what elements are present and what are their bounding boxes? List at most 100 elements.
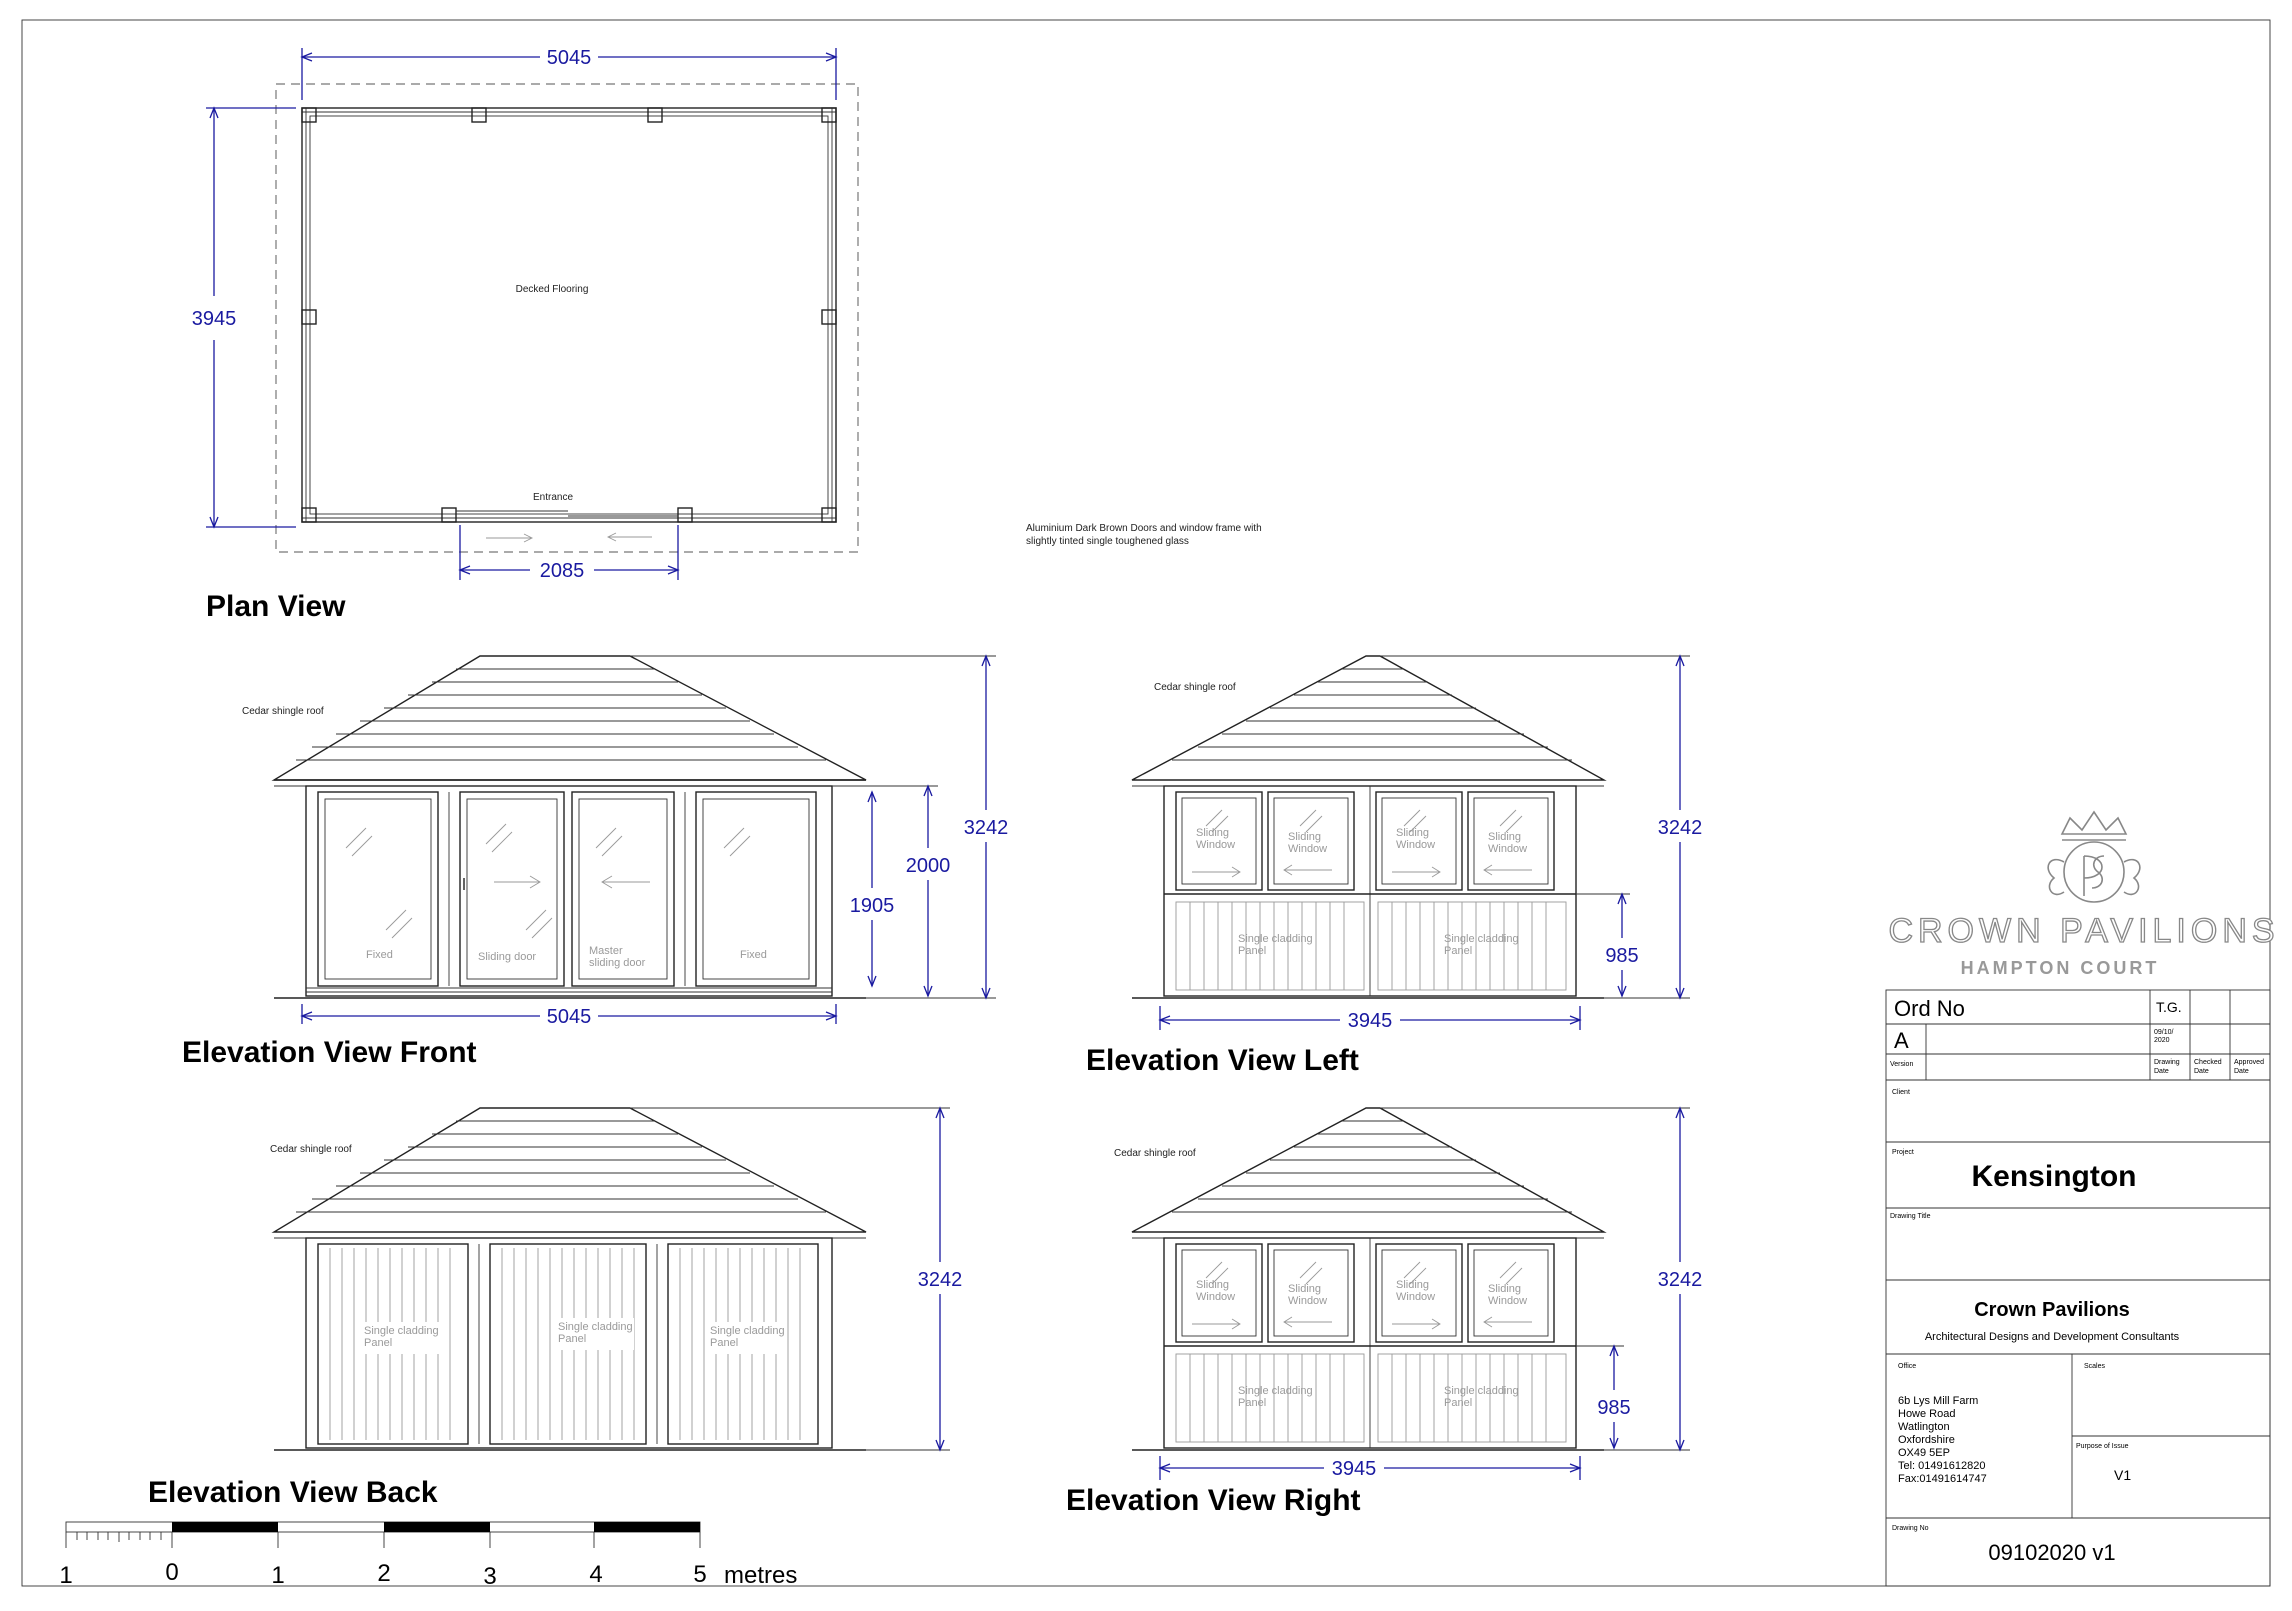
- address-line-6: Tel: 01491612820: [1898, 1460, 1985, 1472]
- brand-block: CROWN PAVILIONS HAMPTON COURT: [1888, 810, 2279, 978]
- drawing-no: 09102020 v1: [1988, 1540, 2115, 1565]
- left-roof-shingles: [1172, 668, 1572, 761]
- left-window-4-line1: Sliding: [1488, 831, 1521, 843]
- right-window-arrows: [1192, 1261, 1532, 1330]
- right-elevation: Sliding Window Sliding Window Sliding Wi…: [1066, 1106, 1702, 1517]
- front-elevation-title: Elevation View Front: [182, 1036, 477, 1069]
- version-value: A: [1894, 1028, 1909, 1053]
- left-roof: [1131, 655, 1607, 781]
- plan-width-dimension: 5045: [300, 47, 838, 100]
- right-width-value: 3945: [1332, 1458, 1377, 1480]
- scale-label-5: 3: [483, 1563, 496, 1590]
- front-glass-reflections: [345, 823, 751, 939]
- drawing-date-label-2: Date: [2154, 1068, 2169, 1075]
- project-name: Kensington: [1972, 1160, 2137, 1193]
- right-window-3-line2: Window: [1396, 1291, 1435, 1303]
- right-roof-label: Cedar shingle roof: [1114, 1148, 1196, 1159]
- plan-posts: [301, 107, 837, 523]
- left-window-1-line2: Window: [1196, 839, 1235, 851]
- scale-bar: 1 0 1 2 3 4 5 metres: [59, 1521, 797, 1590]
- checked-date-label-2: Date: [2194, 1068, 2209, 1075]
- plan-depth-dimension: 3945: [192, 106, 296, 529]
- left-window-1-line1: Sliding: [1196, 827, 1229, 839]
- left-roof-label: Cedar shingle roof: [1154, 682, 1236, 693]
- front-width-value: 5045: [547, 1006, 592, 1028]
- front-panel-fixed-right: Fixed: [740, 949, 767, 961]
- front-panel-sliding: Sliding door: [478, 951, 536, 963]
- right-roof-shingles: [1172, 1120, 1572, 1213]
- scale-label-2: 0: [165, 1559, 178, 1586]
- left-windows: [1175, 791, 1555, 891]
- office-label: Office: [1898, 1363, 1916, 1370]
- plan-width-value: 5045: [547, 47, 592, 69]
- right-windows: [1175, 1243, 1555, 1343]
- back-panel-2-line2: Panel: [558, 1333, 586, 1345]
- sheet-border: [21, 19, 2271, 1587]
- drawing-date-value-1: 09/10/: [2154, 1029, 2174, 1036]
- left-window-3-line2: Window: [1396, 839, 1435, 851]
- material-note-line1: Aluminium Dark Brown Doors and window fr…: [1026, 523, 1262, 534]
- right-window-1-line1: Sliding: [1196, 1279, 1229, 1291]
- right-roof: [1131, 1107, 1607, 1233]
- drawn-by: T.G.: [2156, 999, 2182, 1015]
- left-panel-1-line2: Panel: [1238, 945, 1266, 957]
- purpose-label: Purpose of Issue: [2076, 1443, 2129, 1450]
- plan-footprint-outline: [275, 83, 859, 553]
- brand-name: CROWN PAVILIONS: [1888, 912, 2279, 950]
- drawing-no-label: Drawing No: [1892, 1525, 1929, 1532]
- right-window-2-line1: Sliding: [1288, 1283, 1321, 1295]
- back-elevation: Single cladding Panel Single cladding Pa…: [148, 1106, 963, 1509]
- plan-entrance-dimension: 2085: [458, 525, 680, 582]
- address-line-5: OX49 5EP: [1898, 1447, 1950, 1459]
- right-window-2-line2: Window: [1288, 1295, 1327, 1307]
- back-height-value: 3242: [918, 1269, 963, 1291]
- drawing-title-label: Drawing Title: [1890, 1213, 1931, 1220]
- left-elevation-title: Elevation View Left: [1086, 1044, 1359, 1077]
- back-panel-1-line1: Single cladding: [364, 1325, 439, 1337]
- ord-no-label: Ord No: [1894, 996, 1965, 1021]
- left-window-4-line2: Window: [1488, 843, 1527, 855]
- crown-crest-icon: [2047, 810, 2141, 903]
- right-cladding-lines: [1175, 1353, 1567, 1443]
- plan-view-title: Plan View: [206, 590, 346, 623]
- title-block: Ord No T.G. A 09/10/ 2020 Version Drawin…: [1885, 989, 2271, 1587]
- front-glass-height-value: 1905: [850, 895, 895, 917]
- approved-date-label-2: Date: [2234, 1068, 2249, 1075]
- front-panels: [317, 791, 817, 987]
- right-window-4-line2: Window: [1488, 1295, 1527, 1307]
- front-elevation: Fixed Sliding door Master sliding door F…: [182, 654, 1008, 1069]
- front-panel-master-line1: Master: [589, 945, 623, 957]
- front-roof-label: Cedar shingle roof: [242, 706, 324, 717]
- right-dimensions: 3242 985 3945: [1158, 1106, 1702, 1480]
- left-width-value: 3945: [1348, 1010, 1393, 1032]
- right-window-3-line1: Sliding: [1396, 1279, 1429, 1291]
- left-sill-value: 985: [1605, 945, 1638, 967]
- project-label: Project: [1892, 1149, 1914, 1156]
- scale-unit: metres: [724, 1562, 797, 1589]
- brand-tagline: HAMPTON COURT: [1961, 958, 2160, 978]
- right-elevation-title: Elevation View Right: [1066, 1484, 1361, 1517]
- approved-date-label-1: Approved: [2234, 1059, 2264, 1066]
- front-panel-fixed-left: Fixed: [366, 949, 393, 961]
- scale-label-6: 4: [589, 1561, 602, 1588]
- right-panel-2-line2: Panel: [1444, 1397, 1472, 1409]
- address-line-1: 6b Lys Mill Farm: [1898, 1395, 1978, 1407]
- right-window-4-line1: Sliding: [1488, 1283, 1521, 1295]
- left-panel-2-line2: Panel: [1444, 945, 1472, 957]
- material-note-line2: slightly tinted single toughened glass: [1026, 536, 1189, 547]
- front-frame: [305, 785, 833, 997]
- back-frame: [305, 1237, 833, 1449]
- left-dimensions: 3242 985 3945: [1158, 654, 1702, 1032]
- address-line-7: Fax:01491614747: [1898, 1473, 1987, 1485]
- left-cladding-lines: [1175, 901, 1567, 991]
- scale-label-1: 1: [59, 1562, 72, 1589]
- left-panel-1-line1: Single cladding: [1238, 933, 1313, 945]
- version-label: Version: [1890, 1061, 1913, 1068]
- plan-inner-wall: [309, 115, 829, 515]
- front-roof-shingles: [296, 668, 826, 761]
- back-cladding-lines: [329, 1248, 801, 1440]
- back-panels: [317, 1243, 819, 1445]
- front-door-height-value: 2000: [906, 855, 951, 877]
